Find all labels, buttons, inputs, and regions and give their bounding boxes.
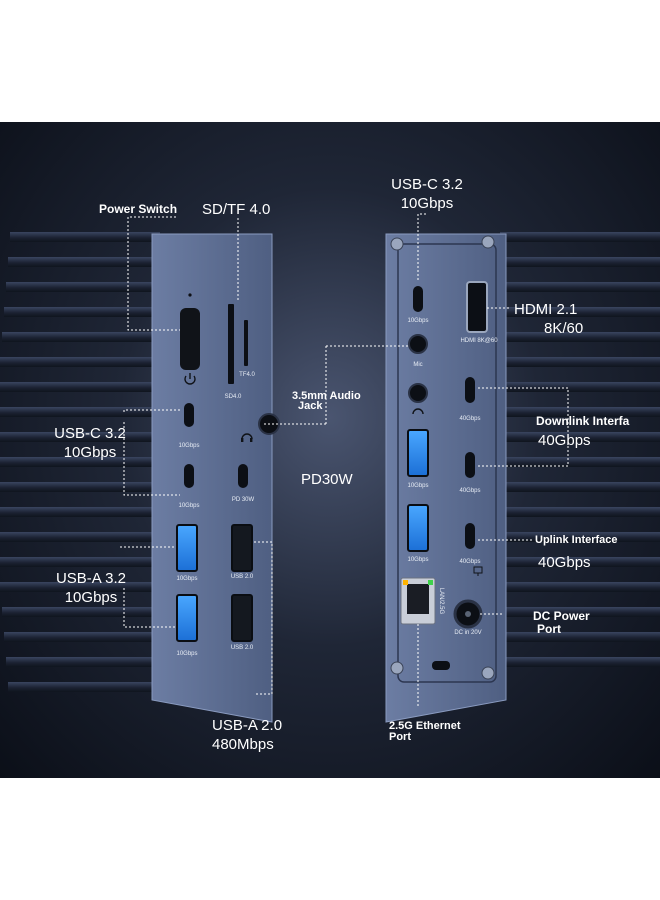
callout-eth-line2: Port	[389, 731, 411, 743]
callout-left-usbc-line1: USB-C 3.2	[54, 425, 126, 442]
callout-dc-line2: Port	[537, 622, 561, 636]
port-label-a1: 10Gbps	[176, 576, 198, 582]
callout-usba20: USB-A 2.0 480Mbps	[212, 716, 282, 754]
callout-lines	[120, 213, 569, 706]
callout-hdmi-line2: 8K/60	[544, 320, 584, 337]
callout-sdtf: SD/TF 4.0	[202, 201, 271, 218]
port-label-dc: DC in 20V	[454, 630, 482, 636]
callout-audio-line2: Jack	[298, 400, 323, 412]
callout-usba20-line2: 480Mbps	[212, 736, 274, 753]
callout-power-switch: Power Switch	[99, 202, 178, 216]
right-usba32-port-1[interactable]	[407, 429, 429, 477]
tf-card-slot[interactable]	[244, 320, 248, 366]
port-label-a1-right: 10Gbps	[407, 483, 429, 489]
callout-ethernet: 2.5G Ethernet Port	[389, 721, 461, 743]
port-label-a2-right: 10Gbps	[407, 557, 429, 563]
left-usba32-port-1[interactable]	[176, 524, 198, 572]
uplink-tb-port[interactable]	[465, 523, 475, 549]
callout-usba32: USB-A 3.2 10Gbps	[51, 569, 131, 607]
downlink-tb-port-1[interactable]	[465, 377, 475, 403]
callout-pd: PD30W	[301, 471, 353, 488]
left-usba20-port-1[interactable]	[231, 524, 253, 572]
callout-usba32-line2: 10Gbps	[64, 589, 118, 606]
port-label-hdmi: HDMI 8K@60	[460, 338, 498, 344]
port-label-tb1: 40Gbps	[459, 416, 481, 422]
screw-top-right	[481, 235, 495, 249]
left-pd-usbc-port[interactable]	[238, 464, 248, 488]
screw-bottom-right	[481, 666, 495, 680]
callout-audio-line1: 3.5mm Audio	[292, 390, 361, 402]
power-led	[188, 293, 192, 297]
port-label-tf: TF4.0	[239, 372, 255, 378]
port-label-lan: LAN/2.5G	[438, 587, 444, 615]
port-label-a2: 10Gbps	[176, 651, 198, 657]
port-label-pd: PD 30W	[231, 497, 255, 503]
callout-left-usbc: USB-C 3.2 10Gbps	[50, 424, 130, 462]
callout-dc-power: DC Power Port	[533, 610, 590, 636]
hdmi-port[interactable]	[466, 281, 488, 333]
callout-right-usbc-line1: USB-C 3.2	[391, 176, 463, 193]
port-label-tb2: 40Gbps	[459, 488, 481, 494]
callout-downlink-line2: 40Gbps	[538, 432, 591, 449]
port-label-c1: 10Gbps	[178, 443, 200, 449]
downlink-tb-port-2[interactable]	[465, 452, 475, 478]
callout-left-usbc-line2: 10Gbps	[63, 444, 117, 461]
callout-right-usbc: USB-C 3.2 10Gbps	[386, 175, 468, 213]
product-photo: TF4.0 SD4.0 10Gbps 10Gbps PD 30W 10Gbps …	[0, 122, 660, 778]
callout-uplink-line2: 40Gbps	[538, 554, 591, 571]
right-usbc-port-top[interactable]	[413, 286, 423, 312]
power-icon	[184, 373, 196, 385]
port-label-c-top: 10Gbps	[407, 318, 429, 324]
screw-bottom-left	[390, 661, 404, 675]
left-usba20-port-2[interactable]	[231, 594, 253, 642]
port-label-c2: 10Gbps	[178, 503, 200, 509]
callout-audio: 3.5mm Audio Jack	[292, 390, 361, 412]
dock-illustration	[120, 213, 569, 723]
callout-dc-line1: DC Power	[533, 609, 590, 623]
callout-downlink-line1: Downlink Interfa	[536, 414, 630, 428]
left-usbc-port-2[interactable]	[184, 464, 194, 488]
headphone-icon	[241, 433, 253, 442]
left-usba32-port-2[interactable]	[176, 594, 198, 642]
callout-usba20-line1: USB-A 2.0	[212, 717, 283, 734]
port-label-mic: Mic	[413, 362, 423, 368]
headphone-icon-right	[412, 408, 424, 415]
callout-uplink-line1: Uplink Interface	[535, 534, 618, 546]
right-usba32-port-2[interactable]	[407, 504, 429, 552]
port-label-tb3: 40Gbps	[459, 559, 481, 565]
port-label-u2: USB 2.0	[230, 645, 254, 651]
callout-hdmi-line1: HDMI 2.1	[514, 301, 578, 318]
monitor-icon	[473, 566, 483, 576]
power-button[interactable]	[180, 308, 200, 370]
callout-eth-line1: 2.5G Ethernet	[389, 720, 461, 732]
callout-hdmi: HDMI 2.1 8K/60	[514, 300, 583, 338]
callout-usba32-line1: USB-A 3.2	[55, 570, 127, 587]
callout-right-usbc-line2: 10Gbps	[400, 195, 454, 212]
headphone-jack-port[interactable]	[408, 383, 428, 403]
sd-card-slot[interactable]	[228, 304, 234, 384]
port-label-u1: USB 2.0	[230, 574, 254, 580]
ethernet-port[interactable]	[400, 577, 436, 625]
mic-jack-port[interactable]	[408, 334, 428, 354]
screw-top-left	[390, 237, 404, 251]
kensington-lock-slot[interactable]	[432, 661, 450, 670]
left-usbc-port-1[interactable]	[184, 403, 194, 427]
port-label-sd: SD4.0	[224, 394, 242, 400]
